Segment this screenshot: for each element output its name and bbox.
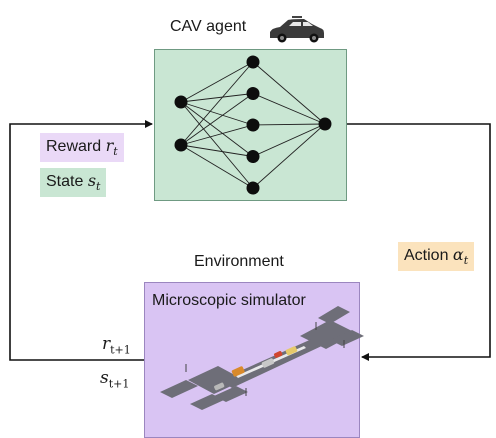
simulator-box xyxy=(144,282,360,438)
nn-edge xyxy=(252,123,326,126)
nn-edge xyxy=(180,101,254,189)
nn-node xyxy=(246,55,260,69)
environment-label: Environment xyxy=(194,253,284,270)
nn-edge xyxy=(180,144,254,189)
state-symbol: s xyxy=(87,171,97,190)
nn-edge xyxy=(252,123,326,157)
reward-state-arrow xyxy=(9,120,153,361)
state-next-label: st+1 xyxy=(100,368,130,391)
nn-edge xyxy=(252,123,326,189)
nn-edge xyxy=(180,61,254,146)
nn-node xyxy=(174,95,188,109)
reward-symbol: r xyxy=(105,136,114,155)
action-arrow xyxy=(347,123,491,361)
agent-title: CAV agent xyxy=(170,18,247,35)
nn-edge xyxy=(252,93,326,125)
nn-edge xyxy=(180,93,254,103)
nn-node xyxy=(318,117,332,131)
nn-edge xyxy=(180,93,254,146)
nn-edge xyxy=(180,144,254,157)
reward-next-label: rt+1 xyxy=(102,334,131,357)
nn-edge xyxy=(252,61,326,125)
nn-node xyxy=(246,150,260,163)
reward-label: Reward rt xyxy=(40,133,124,163)
action-label: Action αt xyxy=(398,242,475,272)
nn-edge xyxy=(180,101,254,157)
state-label: State st xyxy=(40,168,107,198)
nn-edge xyxy=(180,124,254,146)
nn-node xyxy=(246,87,260,100)
nn-node xyxy=(174,138,188,152)
nn-edge xyxy=(180,61,254,103)
nn-node xyxy=(246,118,260,132)
simulator-title: Microscopic simulator xyxy=(152,292,306,309)
nn-edge xyxy=(180,101,254,126)
nn-node xyxy=(246,181,260,195)
action-symbol: α xyxy=(452,245,464,264)
